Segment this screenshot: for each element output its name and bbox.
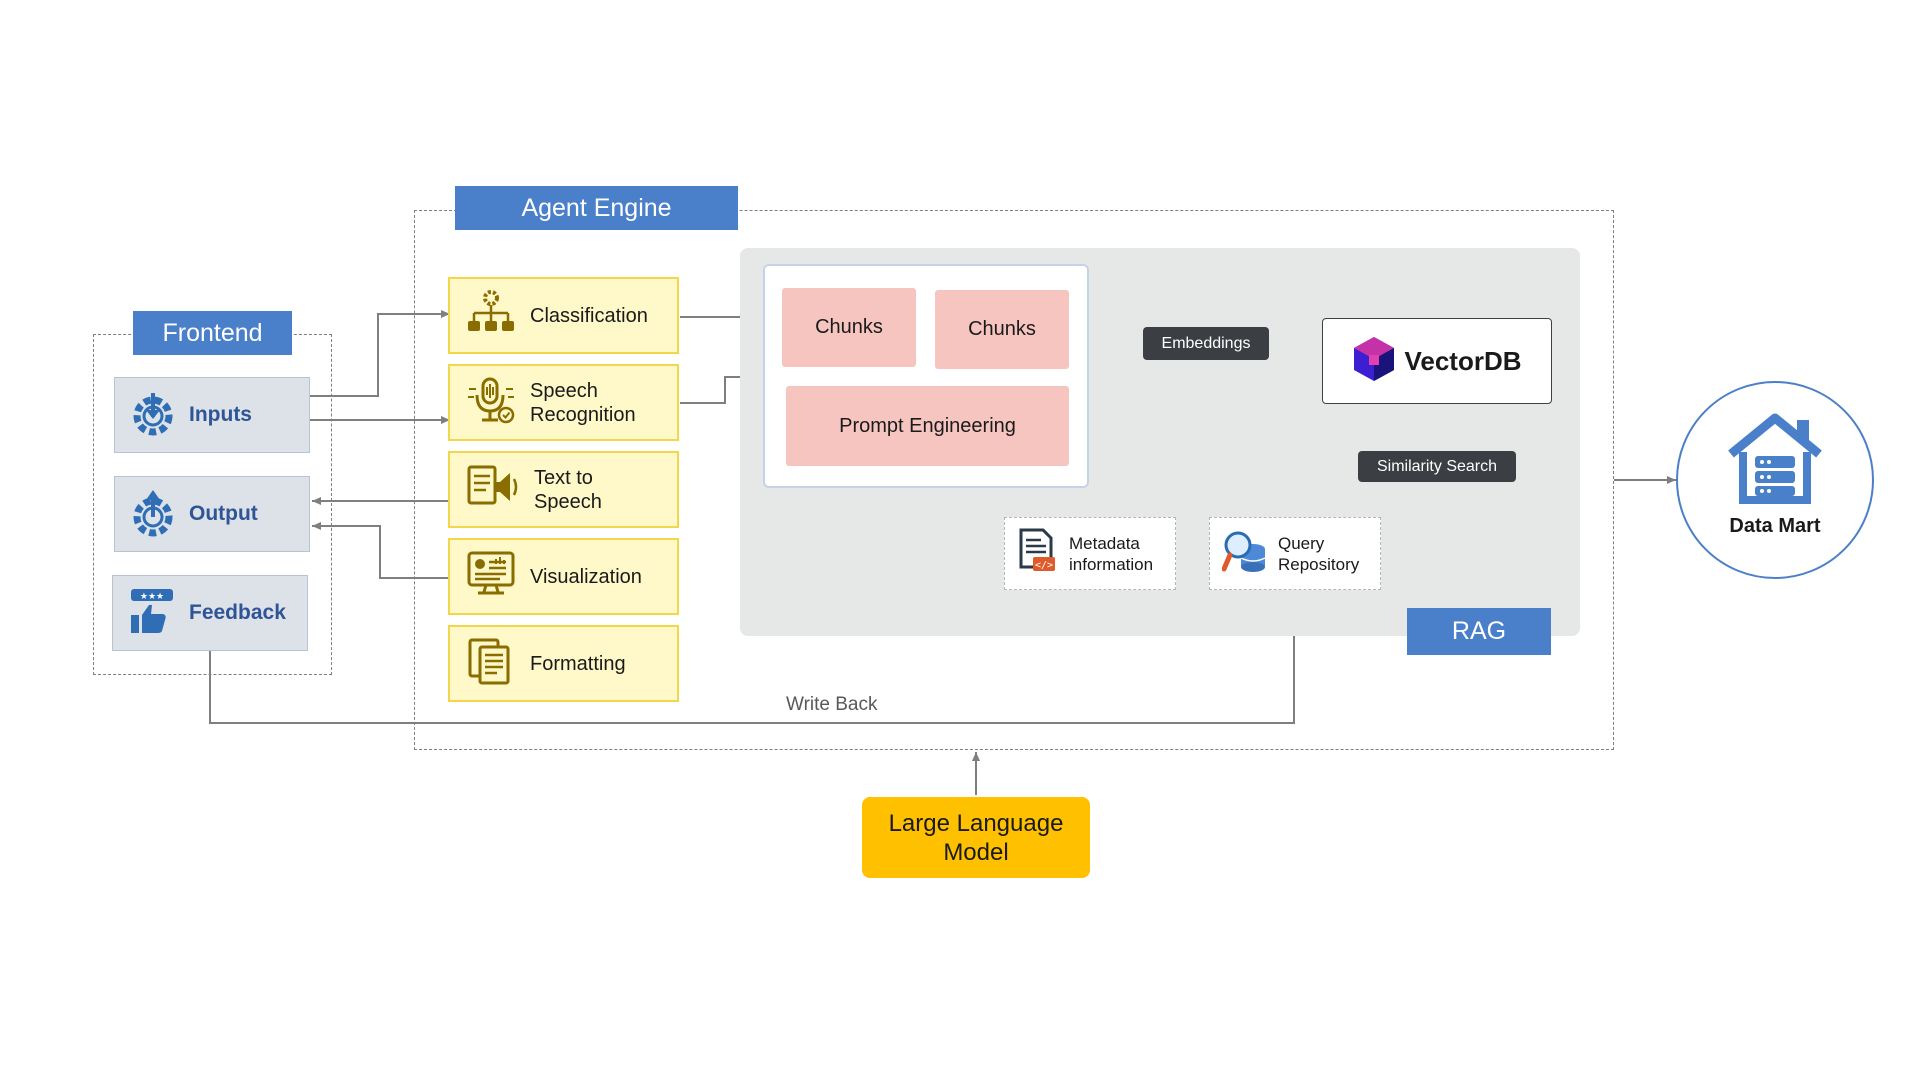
agent-engine-title: Agent Engine [455,186,738,230]
feedback-button[interactable]: ★★★ Feedback [112,575,308,651]
classification-label: Classification [530,304,648,327]
inputs-label: Inputs [189,403,252,426]
speech-recognition-label: Speech Recognition [530,379,636,426]
code-document-icon: </> [1017,527,1059,580]
thumbs-up-rating-icon: ★★★ [129,587,175,640]
vectordb-label: VectorDB [1404,345,1522,376]
rag-title: RAG [1407,608,1551,655]
data-mart-node[interactable]: Data Mart [1676,381,1874,579]
prompt-engineering-box[interactable]: Prompt Engineering [786,386,1069,466]
output-label: Output [189,502,258,525]
visualization-box[interactable]: Visualization [448,538,679,615]
inputs-button[interactable]: Inputs [114,377,310,453]
house-server-icon [1727,412,1823,509]
svg-text:★★★: ★★★ [140,592,164,602]
output-button[interactable]: Output [114,476,310,552]
vectordb-logo-icon [1352,335,1396,388]
document-speaker-icon [466,464,520,515]
metadata-information-label: Metadata information [1069,533,1154,574]
formatting-box[interactable]: Formatting [448,625,679,702]
embeddings-label: Embeddings [1143,327,1269,360]
svg-text:</>: </> [1035,560,1053,571]
query-repository-label: Query Repository [1278,533,1360,574]
speech-recognition-box[interactable]: Speech Recognition [448,364,679,441]
monitor-chart-icon [466,550,516,603]
documents-icon [466,637,516,690]
gear-arrow-down-icon [131,389,175,442]
similarity-search-label: Similarity Search [1358,451,1516,482]
data-mart-label: Data Mart [1729,515,1821,537]
feedback-label: Feedback [189,601,286,624]
frontend-title: Frontend [133,311,292,355]
formatting-label: Formatting [530,652,626,675]
agent-engine-container [414,210,1614,750]
arrow-writeback [209,592,1298,724]
hierarchy-gear-icon [466,289,516,342]
gear-arrow-up-icon [131,487,175,542]
microphone-icon [466,375,516,430]
vectordb-box[interactable]: VectorDB [1322,318,1552,404]
text-to-speech-box[interactable]: Text to Speech [448,451,679,528]
write-back-label: Write Back [786,694,878,715]
text-to-speech-label: Text to Speech [534,466,602,513]
chunks-box-1[interactable]: Chunks [782,288,916,367]
classification-box[interactable]: Classification [448,277,679,354]
query-repository-box[interactable]: Query Repository [1209,517,1381,590]
metadata-information-box[interactable]: </> Metadata information [1004,517,1176,590]
chunks-box-2[interactable]: Chunks [935,290,1069,369]
llm-box[interactable]: Large Language Model [862,797,1090,878]
search-database-icon [1221,527,1268,580]
visualization-label: Visualization [530,565,642,588]
